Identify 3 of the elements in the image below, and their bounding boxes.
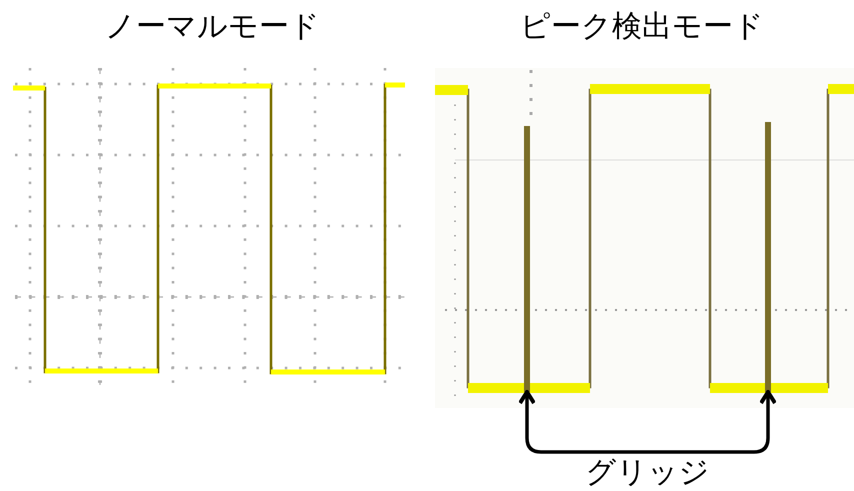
- heading: ノーマルモード: [104, 8, 321, 46]
- arrow: [518, 390, 777, 454]
- heading: ピーク検出モード: [519, 8, 765, 46]
